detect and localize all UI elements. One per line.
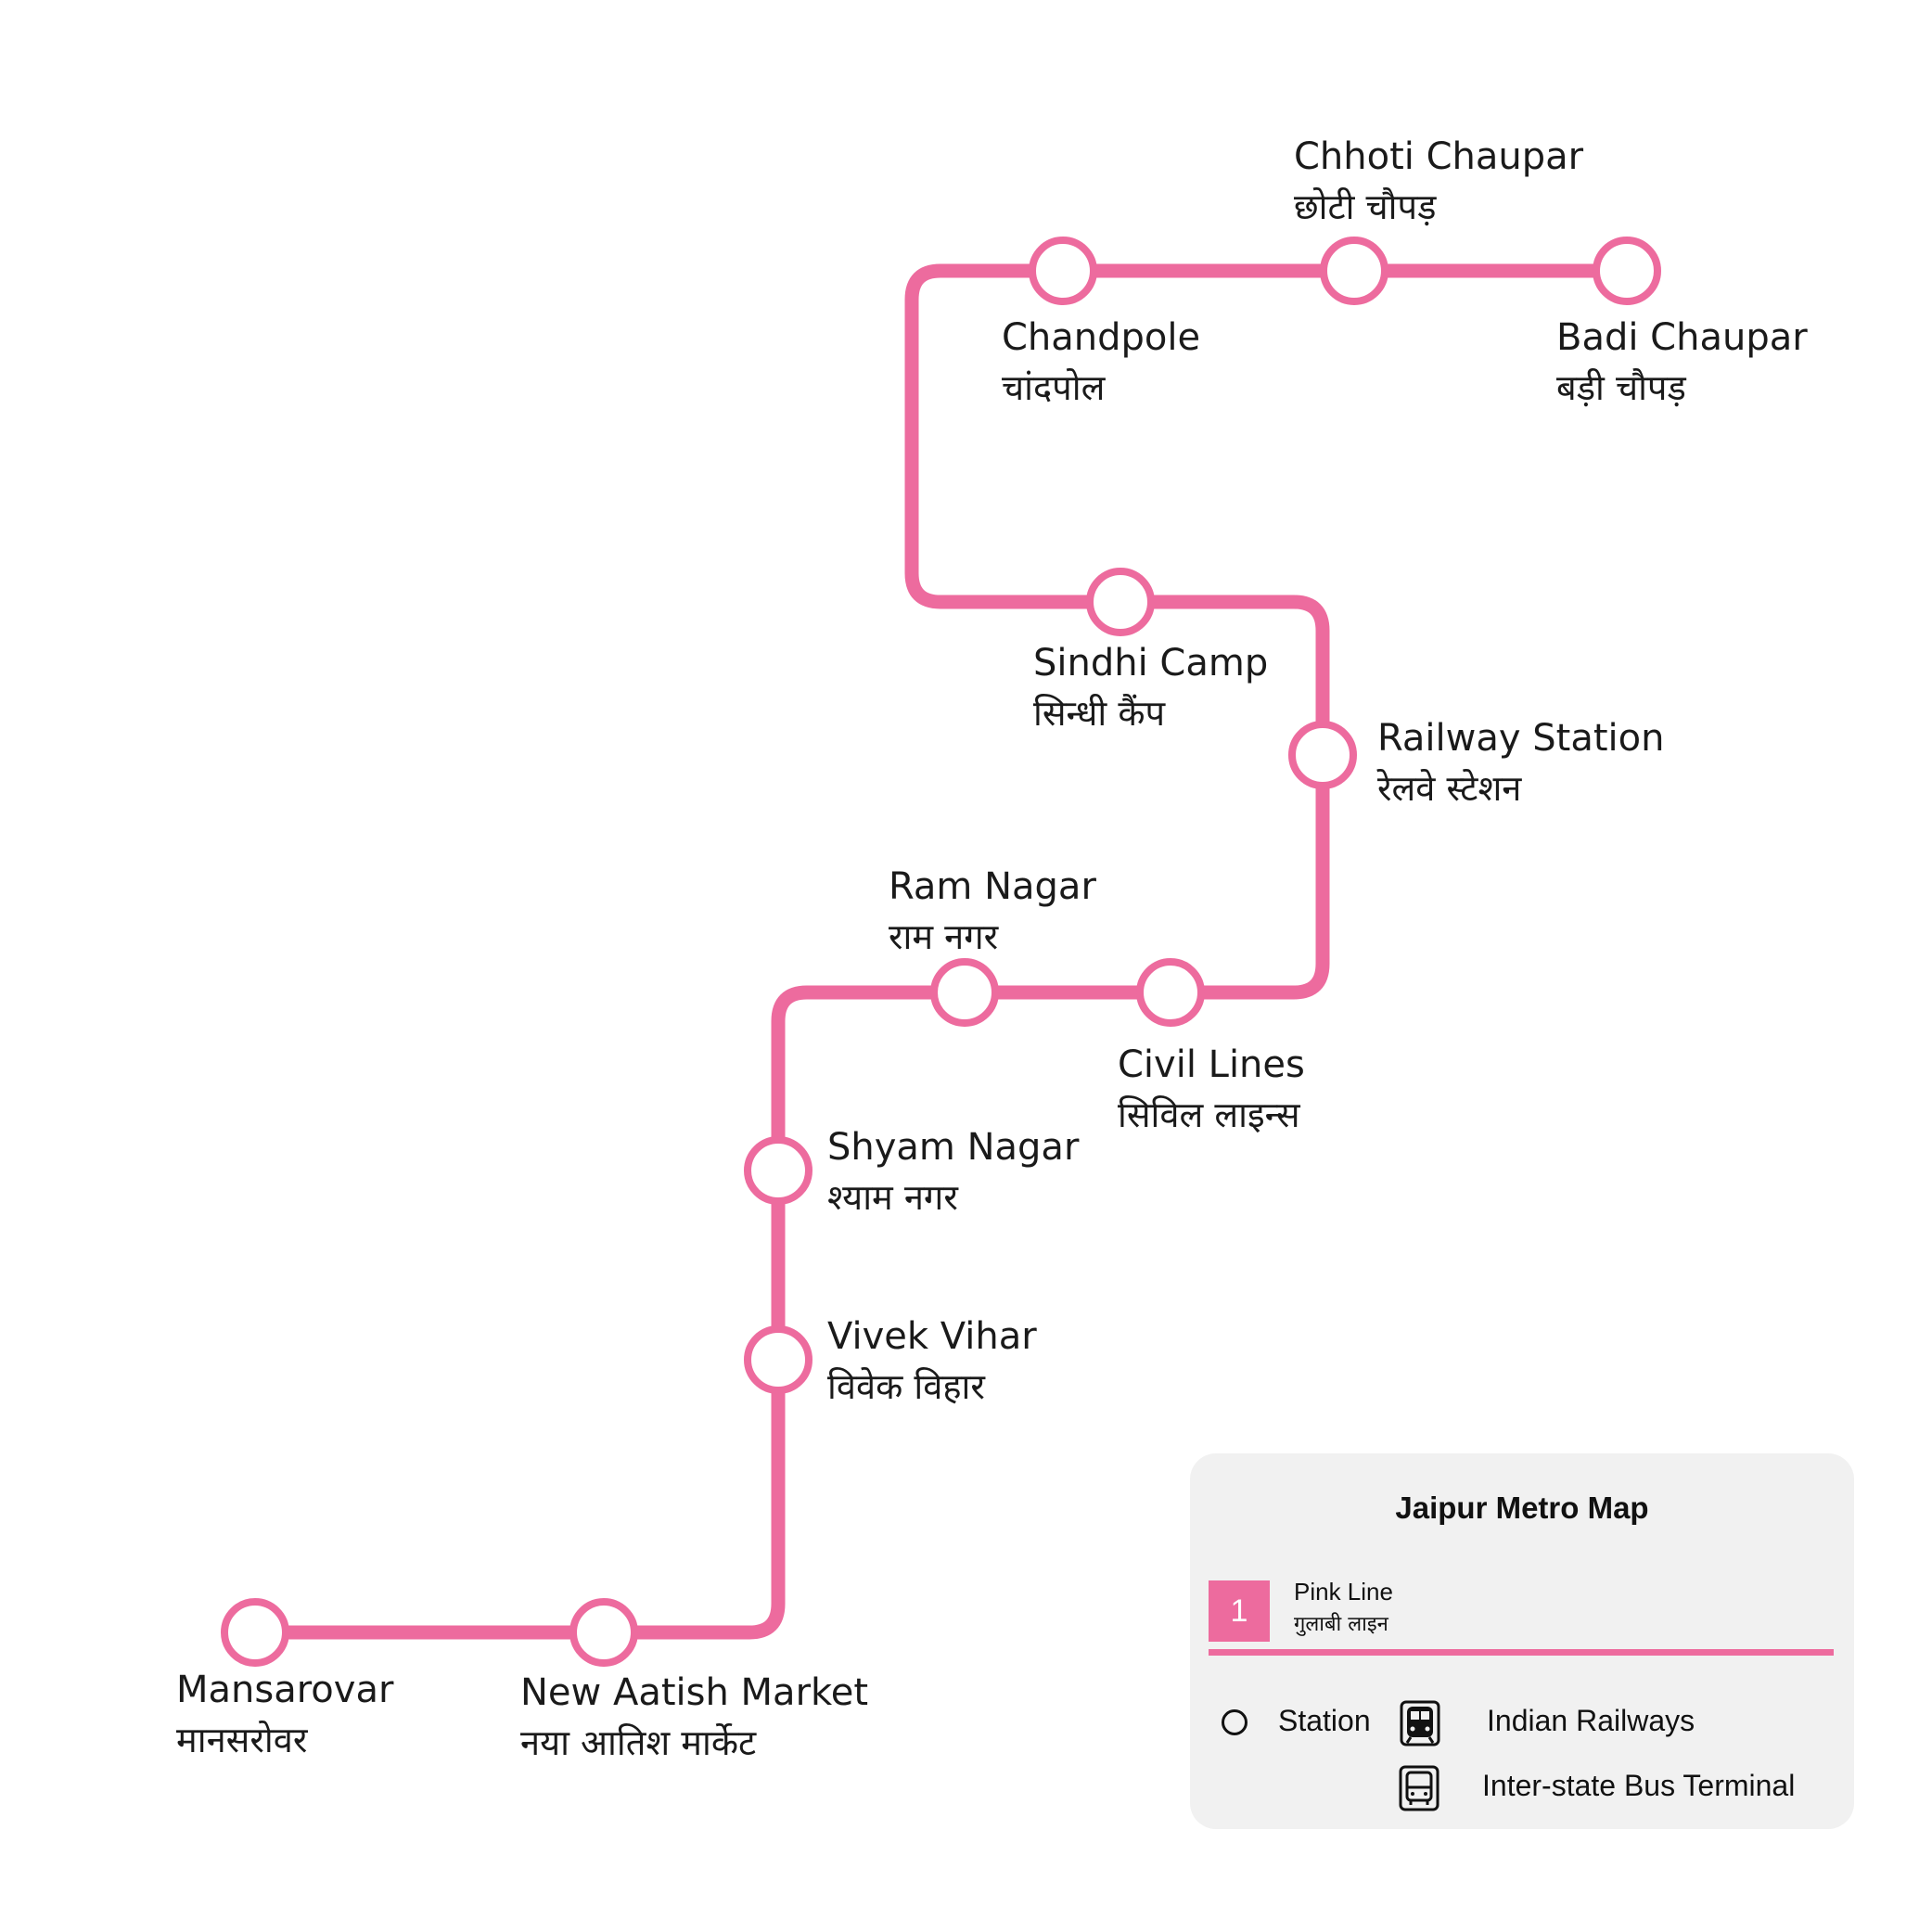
station-shyam-nagar[interactable]: Shyam Nagar श्याम नगर (744, 1126, 1080, 1218)
station-ram-nagar[interactable]: Ram Nagar राम नगर (889, 865, 1096, 1027)
station-label: Shyam Nagar (827, 1126, 1080, 1169)
station-label: New Aatish Market (520, 1671, 868, 1714)
station-marker[interactable] (221, 1598, 289, 1667)
station-label: Civil Lines (1118, 1043, 1305, 1086)
station-label: Ram Nagar (889, 865, 1096, 908)
station-civil-lines[interactable]: Civil Lines सिविल लाइन्स (1118, 958, 1305, 1135)
station-label-hindi: श्याम नगर (827, 1177, 959, 1218)
station-chhoti-chaupar[interactable]: Chhoti Chaupar छोटी चौपड़ (1294, 135, 1584, 305)
station-label: Chandpole (1002, 316, 1200, 359)
station-marker[interactable] (1136, 958, 1205, 1027)
station-marker[interactable] (569, 1598, 638, 1667)
pink-line-route (248, 263, 1634, 1640)
station-label-hindi: सिन्धी कैंप (1033, 693, 1167, 734)
pink-line-name-hindi: गुलाबी लाइन (1294, 1613, 1388, 1636)
legend-title: Jaipur Metro Map (1395, 1491, 1649, 1525)
station-marker[interactable] (744, 1325, 812, 1394)
station-marker[interactable] (1029, 237, 1097, 305)
train-icon (1400, 1700, 1440, 1746)
pink-line-name: Pink Line (1294, 1578, 1393, 1606)
station-mansarovar[interactable]: Mansarovar मानसरोवर (176, 1598, 394, 1760)
station-label-hindi: सिविल लाइन्स (1118, 1094, 1301, 1135)
legend-station-label: Station (1278, 1704, 1371, 1737)
station-marker[interactable] (930, 958, 999, 1027)
station-railway-station[interactable]: Railway Station रेलवे स्टेशन (1288, 717, 1664, 809)
station-marker[interactable] (1288, 721, 1357, 789)
station-label-hindi: मानसरोवर (176, 1720, 309, 1760)
station-label-hindi: राम नगर (889, 916, 1000, 957)
legend-panel: Jaipur Metro Map 1 Pink Line गुलाबी लाइन… (1190, 1453, 1854, 1829)
station-vivek-vihar[interactable]: Vivek Vihar विवेक विहार (744, 1315, 1037, 1407)
stations-layer: Mansarovar मानसरोवर New Aatish Market नया आ… (176, 135, 1808, 1763)
bus-icon (1399, 1765, 1439, 1811)
station-label-hindi: रेलवे स्टेशन (1376, 768, 1522, 809)
pink-line-swatch (1209, 1649, 1834, 1656)
station-marker[interactable] (1593, 237, 1661, 305)
station-label-hindi: चांदपोल (1002, 367, 1107, 408)
station-label: Sindhi Camp (1033, 642, 1268, 685)
station-label: Vivek Vihar (827, 1315, 1037, 1358)
station-label-hindi: बड़ी चौपड़ (1556, 367, 1687, 408)
legend-indian-railways-label: Indian Railways (1487, 1704, 1695, 1737)
station-circle-icon (1222, 1709, 1247, 1735)
station-marker[interactable] (1086, 568, 1155, 636)
station-label-hindi: छोटी चौपड़ (1294, 186, 1437, 227)
legend-bus-terminal-label: Inter-state Bus Terminal (1482, 1769, 1796, 1802)
station-chandpole[interactable]: Chandpole चांदपोल (1002, 237, 1200, 408)
station-label: Chhoti Chaupar (1294, 135, 1584, 178)
station-new-aatish-market[interactable]: New Aatish Market नया आतिश मार्केट (520, 1598, 868, 1763)
station-marker[interactable] (744, 1136, 812, 1205)
pink-line-badge[interactable]: 1 (1209, 1580, 1270, 1642)
station-label-hindi: विवेक विहार (827, 1366, 986, 1407)
station-label: Mansarovar (176, 1669, 394, 1711)
station-label: Badi Chaupar (1556, 316, 1808, 359)
station-label: Railway Station (1377, 717, 1664, 760)
station-badi-chaupar[interactable]: Badi Chaupar बड़ी चौपड़ (1556, 237, 1808, 408)
station-sindhi-camp[interactable]: Sindhi Camp सिन्धी कैंप (1033, 568, 1268, 734)
station-label-hindi: नया आतिश मार्केट (520, 1722, 757, 1763)
station-marker[interactable] (1320, 237, 1388, 305)
